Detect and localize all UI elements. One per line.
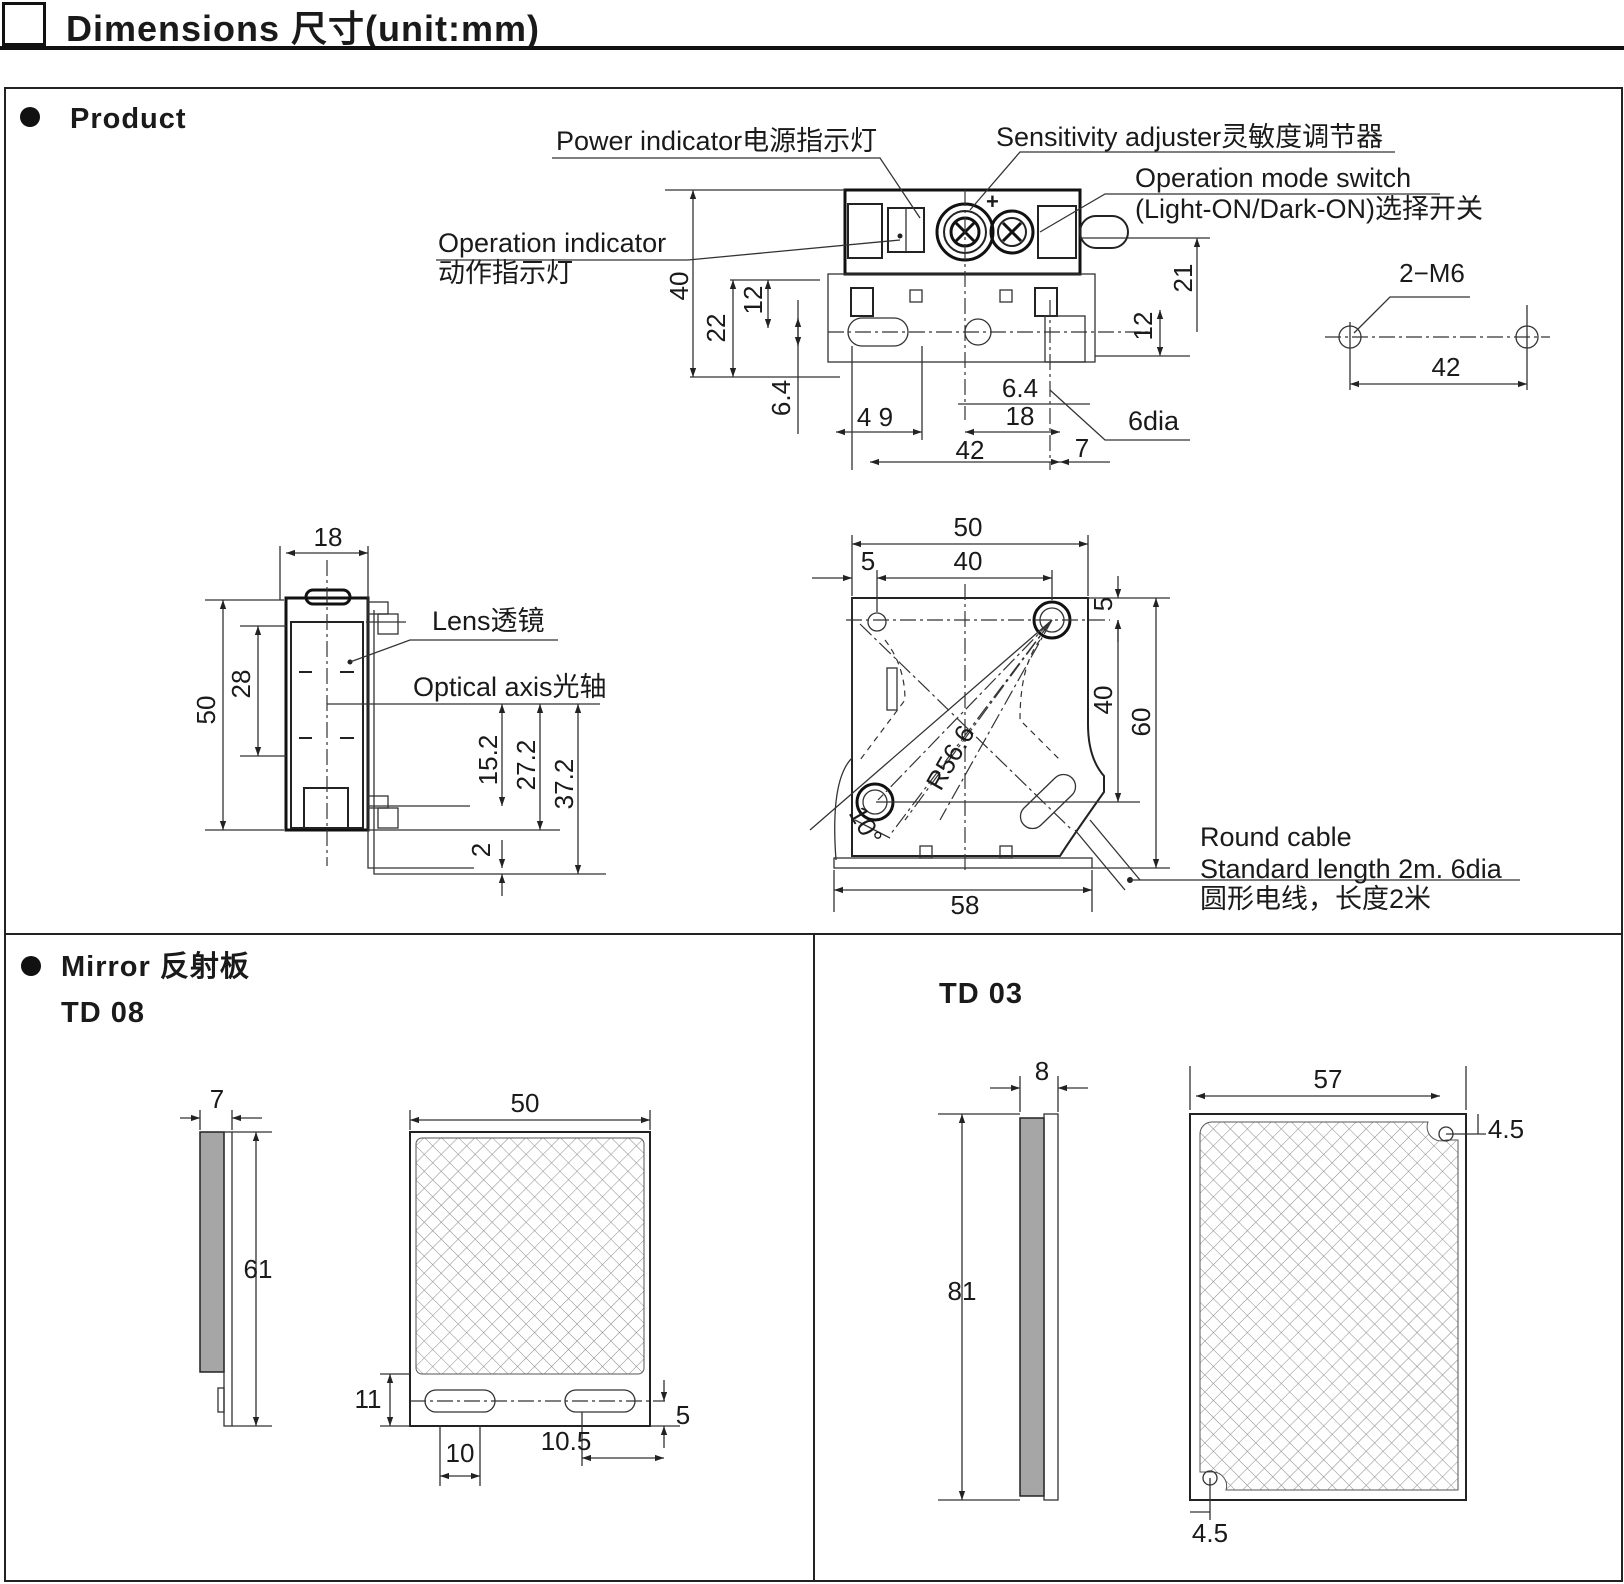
td08-dim-11: 11 — [355, 1384, 382, 1414]
td03-dim-8: 8 — [1035, 1056, 1049, 1086]
td03-mirror: 8 81 57 4.5 4.5 — [938, 1056, 1524, 1548]
section-frames — [4, 87, 1623, 1582]
product-top-view: + 40 22 12 6.4 4 9 6. — [436, 122, 1483, 470]
td03-heading: TD 03 — [939, 978, 1023, 1010]
bracket-dim-50: 50 — [954, 512, 983, 542]
td08-dim-7: 7 — [210, 1084, 224, 1114]
callout-optical-axis: Optical axis光轴 — [413, 672, 607, 702]
callout-cable-2: Standard length 2m. 6dia — [1200, 854, 1503, 884]
mode-switch — [989, 209, 1035, 255]
cable-gland — [1079, 215, 1129, 249]
dim-18: 18 — [1006, 401, 1035, 431]
dim-40: 40 — [664, 272, 694, 301]
bracket-front-view: 50 40 5 5 40 60 R56.6 10° 58 Round cable… — [809, 512, 1520, 920]
bracket-dim-40a: 40 — [954, 546, 983, 576]
page-title: Dimensions 尺寸(unit:mm) — [66, 8, 541, 49]
td03-side-profile — [1019, 1117, 1045, 1497]
sensor-body — [843, 188, 1082, 276]
side-dim-15-2: 15.2 — [473, 735, 503, 786]
bracket-dim-angle: 10° — [843, 801, 889, 850]
bracket-dim-40b: 40 — [1088, 686, 1118, 715]
bracket-outline — [851, 597, 1105, 857]
callout-lens: Lens透镜 — [432, 606, 545, 636]
callout-cable-3: 圆形电线，长度2米 — [1200, 884, 1431, 914]
header-marker-box — [2, 2, 46, 46]
dim-12a: 12 — [738, 286, 768, 315]
page-header: Dimensions 尺寸(unit:mm) — [0, 0, 1624, 52]
callout-cable-1: Round cable — [1200, 822, 1352, 852]
bracket-dim-60: 60 — [1126, 708, 1156, 737]
product-bullet — [20, 107, 40, 127]
td08-mirror: 7 61 50 11 5 10 10.5 — [180, 1084, 690, 1486]
product-heading: Product — [70, 103, 187, 135]
product-side-view: 18 50 28 15.2 27.2 37.2 2 Lens透镜 Optical… — [191, 522, 607, 896]
td08-front — [409, 1131, 651, 1427]
side-dim-27-2: 27.2 — [511, 740, 541, 791]
mounting-holes-label: 2−M6 — [1399, 258, 1465, 288]
callout-sensitivity-adjuster: Sensitivity adjuster灵敏度调节器 — [996, 122, 1383, 152]
callout-operation-indicator-2: 动作指示灯 — [438, 258, 573, 288]
mirror-bullet — [21, 956, 41, 976]
dim-4-9: 4 9 — [857, 402, 893, 432]
td08-dim-10: 10 — [446, 1438, 475, 1468]
td03-dim-57: 57 — [1314, 1064, 1343, 1094]
td03-reflector-area — [1199, 1121, 1459, 1491]
side-dim-37-2: 37.2 — [549, 759, 579, 810]
header-rule — [0, 46, 1624, 50]
dim-7: 7 — [1075, 433, 1089, 463]
hole-dia-label: 6dia — [1128, 406, 1180, 436]
hole-spacing-42: 42 — [1432, 352, 1461, 382]
side-body — [284, 596, 370, 832]
bracket-dim-5a: 5 — [861, 546, 875, 576]
bracket-dim-r56-6: R56.6 — [920, 720, 981, 795]
side-dim-50: 50 — [191, 696, 221, 725]
dim-22: 22 — [701, 314, 731, 343]
td08-reflector-area — [415, 1137, 645, 1375]
td08-dim-5: 5 — [676, 1400, 690, 1430]
callout-mode-switch-2: (Light-ON/Dark-ON)选择开关 — [1135, 194, 1483, 224]
dim-6-4b: 6.4 — [1002, 373, 1038, 403]
td03-dim-4-5a: 4.5 — [1488, 1114, 1524, 1144]
callout-mode-switch-1: Operation mode switch — [1135, 163, 1411, 193]
dim-21: 21 — [1168, 264, 1198, 293]
td03-front — [1189, 1113, 1467, 1501]
side-dim-2: 2 — [466, 843, 496, 857]
callout-operation-indicator-1: Operation indicator — [438, 228, 666, 258]
td03-dim-81: 81 — [948, 1276, 977, 1306]
td08-dim-10-5: 10.5 — [541, 1426, 592, 1456]
dim-6-4a: 6.4 — [766, 380, 796, 416]
mounting-hole-pattern: 2−M6 42 — [1325, 258, 1550, 390]
td08-side-profile — [199, 1131, 225, 1373]
dim-12b: 12 — [1128, 312, 1158, 341]
callout-power-indicator: Power indicator电源指示灯 — [556, 126, 877, 156]
bracket-dim-5b: 5 — [1088, 597, 1118, 611]
bracket-dim-58: 58 — [951, 890, 980, 920]
bracket-plan — [827, 273, 1096, 363]
dim-42: 42 — [956, 435, 985, 465]
td08-dim-61: 61 — [244, 1254, 273, 1284]
td03-dim-4-5b: 4.5 — [1192, 1518, 1228, 1548]
mirror-heading: Mirror 反射板 — [61, 950, 250, 983]
side-dim-18: 18 — [314, 522, 343, 552]
svg-text:+: + — [986, 189, 999, 214]
td08-dim-50: 50 — [511, 1088, 540, 1118]
td08-heading: TD 08 — [61, 997, 145, 1029]
side-dim-28: 28 — [226, 670, 256, 699]
